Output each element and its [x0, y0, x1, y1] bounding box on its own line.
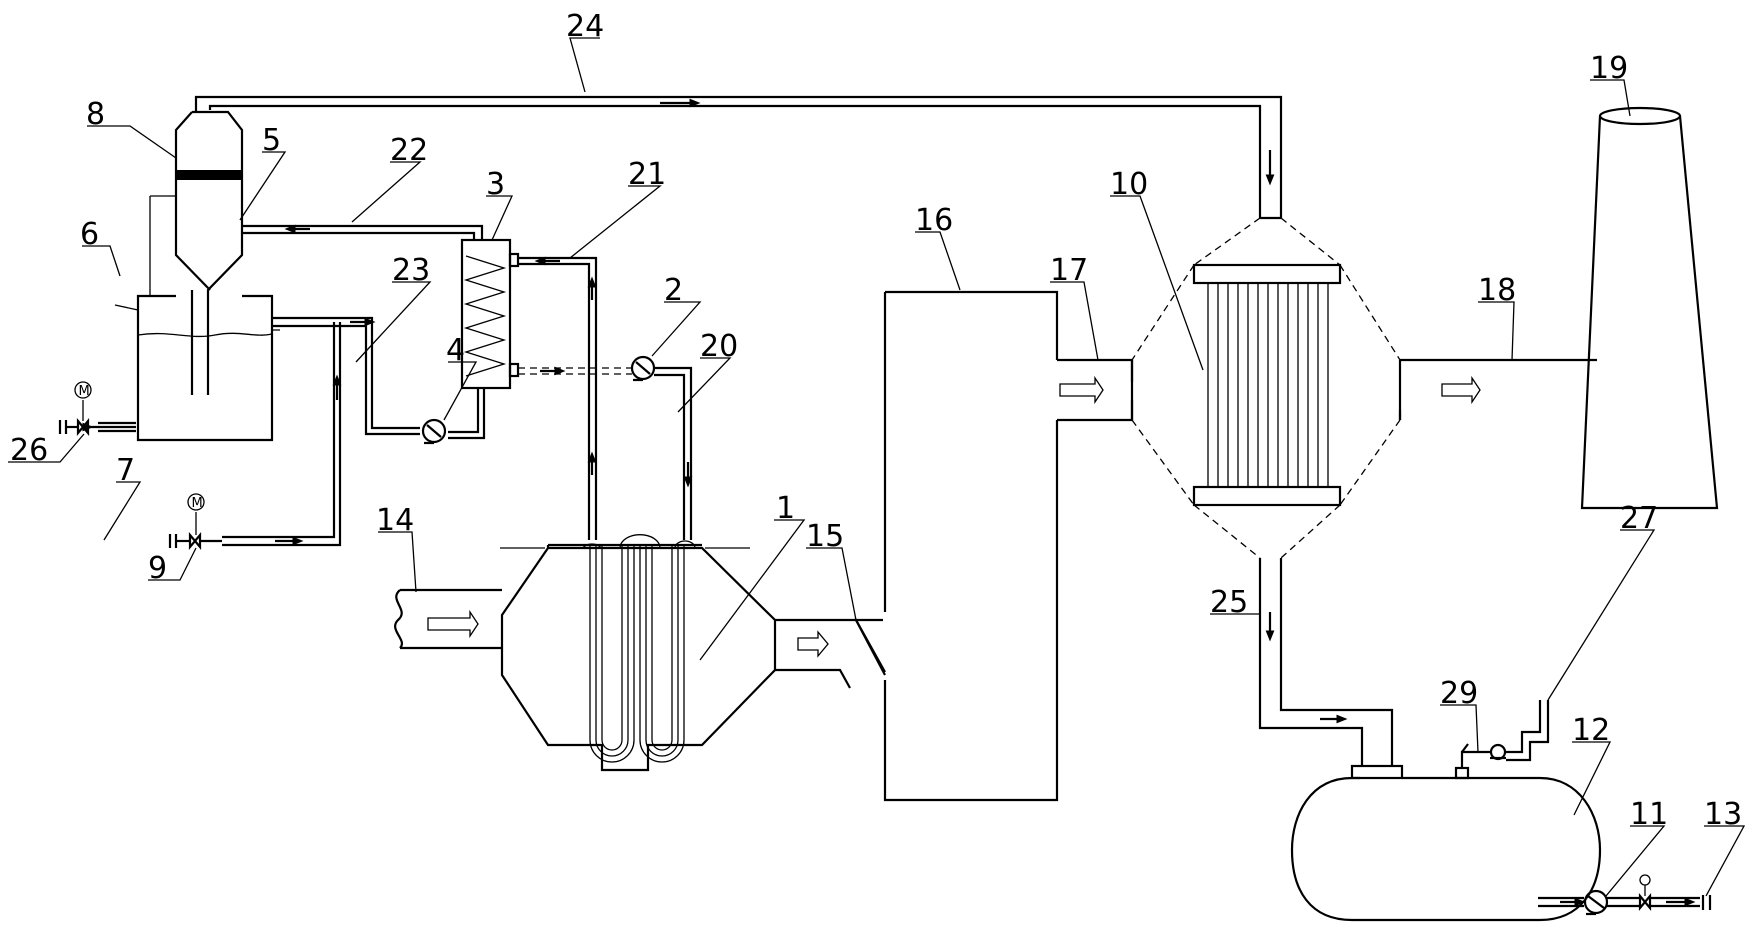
absorber-tower-5	[149, 110, 244, 395]
stack-19	[1580, 106, 1719, 510]
pipe-20	[654, 366, 693, 540]
duct-18	[1398, 358, 1597, 420]
pipe-23	[272, 316, 486, 440]
pipe-21	[518, 256, 598, 540]
pipe-27	[1460, 700, 1550, 768]
heat-exchanger-3	[460, 238, 520, 390]
label-10: 10	[1110, 167, 1148, 202]
label-25: 25	[1210, 585, 1248, 620]
label-9: 9	[148, 551, 167, 586]
label-20: 20	[700, 329, 738, 364]
label-4: 4	[446, 333, 465, 368]
label-21: 21	[628, 157, 666, 192]
pipe-25	[1258, 558, 1404, 780]
label-22: 22	[390, 133, 428, 168]
makeup-water-inlet-9: M	[168, 322, 342, 551]
label-8: 8	[86, 97, 105, 132]
pipe-22	[242, 224, 484, 240]
boiler-1	[394, 534, 886, 772]
outlet-11-13	[1538, 874, 1712, 916]
label-15: 15	[806, 519, 844, 554]
duct-17	[1057, 358, 1134, 422]
label-6: 6	[80, 217, 99, 252]
label-2: 2	[664, 273, 683, 308]
label-12: 12	[1572, 713, 1610, 748]
labels: 24 8 5 22 3 21 6 23 2 20 4 10 16 17 18 1…	[10, 9, 1742, 832]
motor-symbol: M	[192, 496, 203, 511]
label-29: 29	[1440, 676, 1478, 711]
unit-16	[854, 290, 1059, 802]
label-1: 1	[776, 491, 795, 526]
leader-line-9	[148, 547, 197, 581]
label-19: 19	[1590, 51, 1628, 86]
label-13: 13	[1704, 797, 1742, 832]
label-17: 17	[1050, 253, 1088, 288]
demister-band	[176, 170, 242, 180]
label-14: 14	[376, 503, 414, 538]
drain-valve-26: M	[58, 381, 136, 437]
label-18: 18	[1478, 273, 1516, 308]
tank-12	[1290, 766, 1602, 922]
label-23: 23	[392, 253, 430, 288]
label-16: 16	[915, 203, 953, 238]
heat-exchanger-10	[1130, 216, 1402, 559]
label-3: 3	[486, 167, 505, 202]
pipe-exchanger-to-pump-2	[518, 366, 632, 376]
pump-2	[630, 355, 656, 382]
label-26: 26	[10, 433, 48, 468]
label-5: 5	[262, 123, 281, 158]
pump-4	[421, 418, 447, 445]
motor-symbol: M	[79, 384, 90, 399]
pipe-24	[194, 95, 1283, 218]
leader-lines	[8, 37, 1746, 897]
liquid-tank-6	[114, 294, 280, 442]
label-27: 27	[1620, 501, 1658, 536]
label-11: 11	[1630, 797, 1668, 832]
label-24: 24	[566, 9, 604, 44]
label-7: 7	[116, 453, 135, 488]
